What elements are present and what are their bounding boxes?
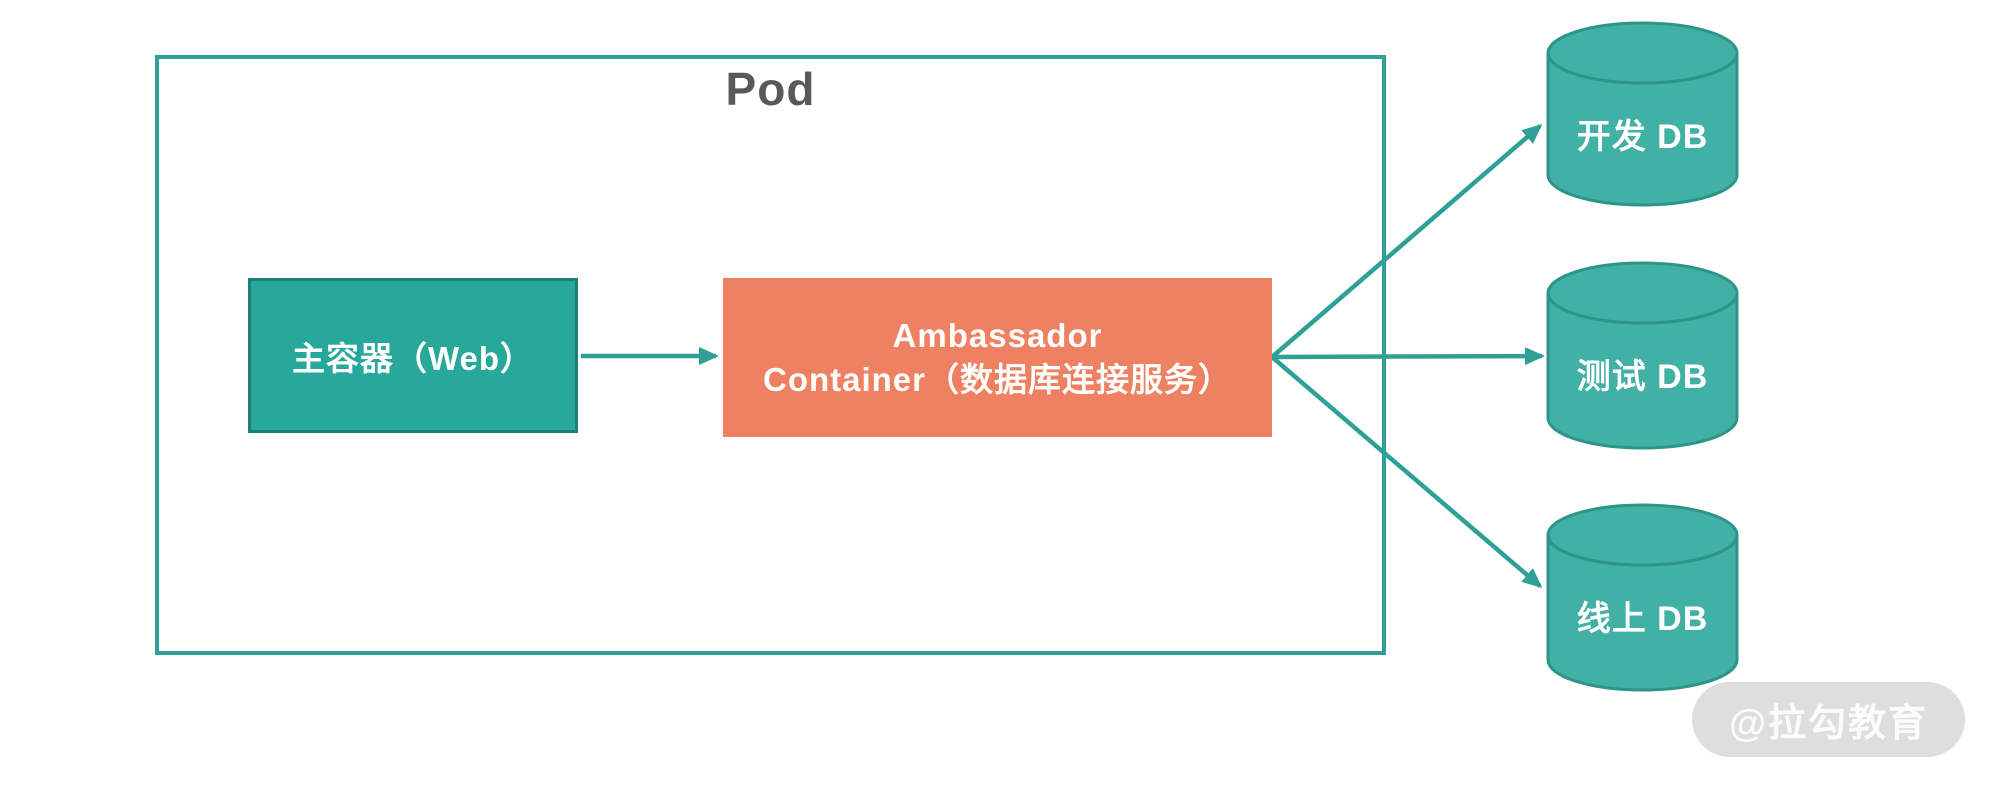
cylinder-top: [1546, 261, 1739, 325]
main-container-node: 主容器（Web）: [248, 278, 578, 433]
db-cylinder-test: [1546, 261, 1739, 450]
db-cylinder-dev: [1546, 21, 1739, 207]
db-cylinder-online: [1546, 503, 1739, 692]
watermark-badge: @拉勾教育: [1692, 682, 1965, 757]
watermark-text: @拉勾教育: [1728, 703, 1929, 745]
ambassador-container-node: Ambassador Container（数据库连接服务）: [723, 278, 1272, 437]
cylinder-top: [1546, 21, 1739, 85]
arrow-ambassador-to-online-db: [1270, 355, 1543, 588]
ambassador-label-line2: Container（数据库连接服务）: [762, 360, 1232, 398]
ambassador-label-line1: Ambassador: [892, 316, 1103, 354]
main-container-label: 主容器（Web）: [291, 339, 535, 377]
arrow-ambassador-to-dev-db: [1270, 124, 1543, 359]
cylinder-top: [1546, 503, 1739, 567]
pod-title: Pod: [725, 63, 816, 115]
arrow-ambassador-to-test-db: [1271, 347, 1545, 366]
